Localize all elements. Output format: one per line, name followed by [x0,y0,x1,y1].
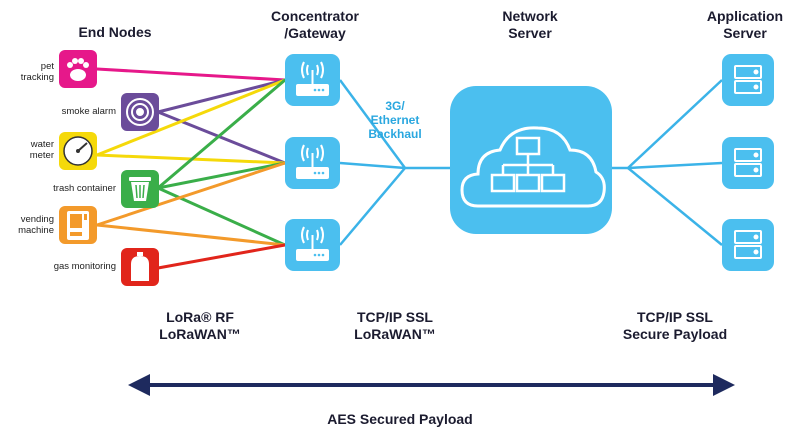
end-node-icon-trash [121,170,159,208]
header-gateway-line2: /Gateway [284,25,346,41]
link-gas-gw3 [156,243,287,270]
aes-double-arrow [128,374,735,396]
end-node-icon-smoke [121,93,159,131]
server-rack-icon [734,65,762,94]
node-label-water: water meter [29,139,54,161]
link-hub-app1 [627,79,723,169]
protocol-tcp-lorawan: TCP/IP SSL LoRaWAN™ [354,309,436,342]
header-application-server: Application Server [690,8,799,42]
header-app-line1: Application [706,8,784,24]
app-server-3 [722,219,774,271]
paw-icon [67,58,89,81]
header-end-nodes-text: End Nodes [78,24,152,40]
link-gw1-hub [338,79,407,169]
node-label-gas: gas monitoring [53,261,116,272]
header-network-server: Network Server [470,8,590,42]
gateway-1 [285,54,340,106]
network-hierarchy-icon [490,136,566,193]
end-node-icon-gas [121,248,159,286]
gauge-icon [63,136,93,166]
server-rack-icon [734,230,762,259]
node-label-smoke: smoke alarm [61,106,116,117]
antenna-icon [301,144,324,167]
antenna-icon [301,226,324,249]
end-node-icon-pet [59,50,97,88]
link-water-gw1 [95,78,287,157]
backhaul-label: 3G/ Ethernet Backhaul [368,99,422,141]
protocol-rf: LoRa® RF LoRaWAN™ [159,309,241,342]
antenna-icon [301,61,324,84]
end-node-icon-water [59,132,97,170]
link-trash-gw3 [156,186,287,247]
link-hub-app2 [627,161,723,170]
link-vending-gw2 [95,161,287,227]
server-rack-icon [734,148,762,177]
protocol-tcp-secure-payload: TCP/IP SSL Secure Payload [622,309,728,342]
link-vending-gw3 [95,223,287,247]
vending-icon [67,211,89,240]
header-network-line2: Server [508,25,552,41]
link-gw2-hub [339,161,406,170]
link-gw3-hub [339,167,406,246]
link-trash-gw2 [156,161,287,190]
app-server-1 [722,54,774,106]
header-network-line1: Network [502,8,558,24]
header-app-line2: Server [723,25,767,41]
header-end-nodes: End Nodes [60,24,170,41]
node-label-vending: vending machine [18,214,54,236]
trash-icon [129,177,151,201]
aes-secured-payload-label: AES Secured Payload [327,411,473,427]
link-smoke-gw1 [156,78,287,114]
link-smoke-gw2 [156,110,287,165]
gateway-2 [285,137,340,189]
node-label-trash: trash container [53,183,116,194]
end-node-links [95,67,287,270]
link-trash-gw1 [156,78,287,190]
link-pet-gw1 [95,67,287,82]
smoke-alarm-icon [126,98,154,126]
app-server-2 [722,137,774,189]
gateway-3 [285,219,340,271]
header-gateway: Concentrator /Gateway [240,8,390,42]
cloud-icon [460,126,606,208]
gas-cylinder-icon [131,252,149,281]
backhaul-links [338,79,723,246]
node-label-pet: pet tracking [20,61,54,83]
network-server [450,86,612,234]
header-gateway-line1: Concentrator [271,8,359,24]
end-node-icon-vending [59,206,97,244]
link-hub-app3 [627,167,723,246]
